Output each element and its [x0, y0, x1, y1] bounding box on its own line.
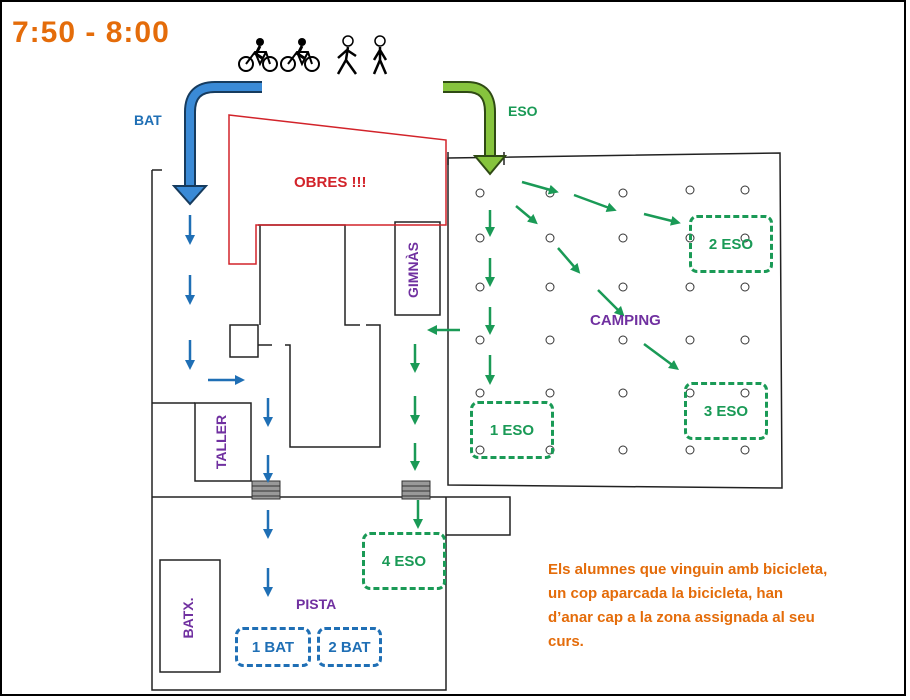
- zone-1-bat: 1 BAT: [235, 627, 311, 667]
- zone-3-eso: 3 ESO: [684, 382, 768, 440]
- note-line: d’anar cap a la zona assignada al seu: [548, 609, 815, 626]
- zone-2-bat: 2 BAT: [317, 627, 382, 667]
- taller-room: [194, 402, 252, 482]
- works-area: [228, 114, 447, 265]
- note-line: Els alumnes que vinguin amb bicicleta,: [548, 561, 828, 578]
- time-range: 7:50 - 8:00: [12, 16, 170, 49]
- eso-label: ESO: [508, 103, 538, 119]
- batx-label: BATX.: [180, 597, 196, 639]
- taller-label: TALLER: [213, 414, 229, 470]
- pedestrian-icon: [336, 35, 358, 75]
- bat-label: BAT: [134, 112, 162, 128]
- zone-1-eso: 1 ESO: [470, 401, 554, 459]
- bat-entry-arrow: [171, 81, 262, 206]
- gym-label: GIMNÀS: [405, 242, 421, 298]
- pista-label: PISTA: [296, 596, 337, 612]
- batx-room: [159, 559, 221, 673]
- zone-2-eso: 2 ESO: [689, 215, 773, 273]
- camping-label: CAMPING: [590, 312, 661, 329]
- tree-markers: [475, 185, 750, 455]
- bicycle-icon: [238, 38, 278, 72]
- bicycle-note: Els alumnes que vinguin amb bicicleta, u…: [548, 558, 898, 654]
- note-line: un cop aparcada la bicicleta, han: [548, 585, 784, 602]
- eso-route-arrows: [410, 180, 681, 529]
- eso-entry-arrow: [443, 81, 508, 176]
- pedestrian-icon: [372, 35, 388, 75]
- bat-route-arrows: [185, 215, 273, 597]
- note-line: curs.: [548, 633, 584, 650]
- bicycle-icon: [280, 38, 320, 72]
- zone-4-eso: 4 ESO: [362, 532, 446, 590]
- works-label: OBRES !!!: [294, 174, 367, 191]
